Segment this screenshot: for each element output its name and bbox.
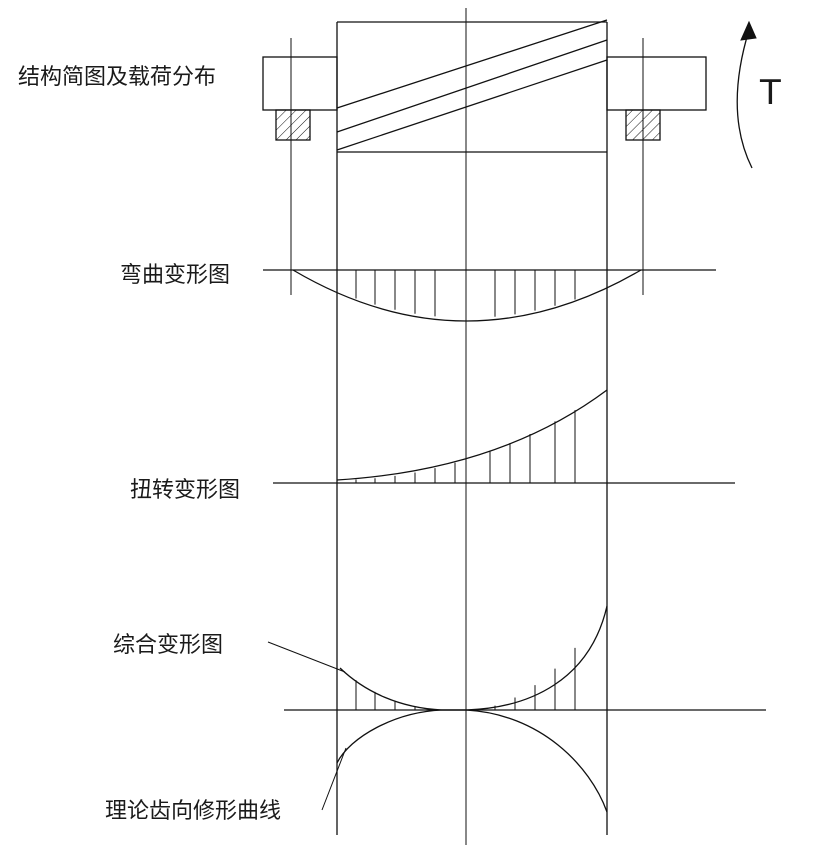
combined-hatch — [355, 647, 576, 710]
bending-label: 弯曲变形图 — [120, 263, 230, 288]
helix-line-2 — [336, 39, 608, 133]
theory-leader — [321, 747, 347, 811]
helix-line-1 — [336, 19, 608, 109]
bending-curve — [292, 269, 642, 322]
shaft-right-stub — [606, 56, 707, 111]
right-bearing-block — [625, 109, 661, 141]
combined-curve — [339, 605, 608, 711]
torsion-curve — [336, 389, 608, 481]
combined-leader — [267, 641, 346, 673]
torsion-label: 扭转变形图 — [130, 478, 240, 503]
torque-label: T — [759, 73, 781, 113]
helix-line-3 — [336, 59, 608, 151]
left-bearing-block — [275, 109, 311, 141]
theory-label: 理论齿向修形曲线 — [105, 799, 281, 824]
theory-curve — [336, 709, 608, 813]
structure-label: 结构简图及载荷分布 — [18, 65, 216, 90]
torsion-hatch — [355, 410, 576, 483]
curved-arrow-icon — [736, 20, 757, 169]
combined-label: 综合变形图 — [113, 633, 223, 658]
bending-hatch — [355, 270, 576, 317]
shaft-left-stub — [262, 56, 338, 111]
